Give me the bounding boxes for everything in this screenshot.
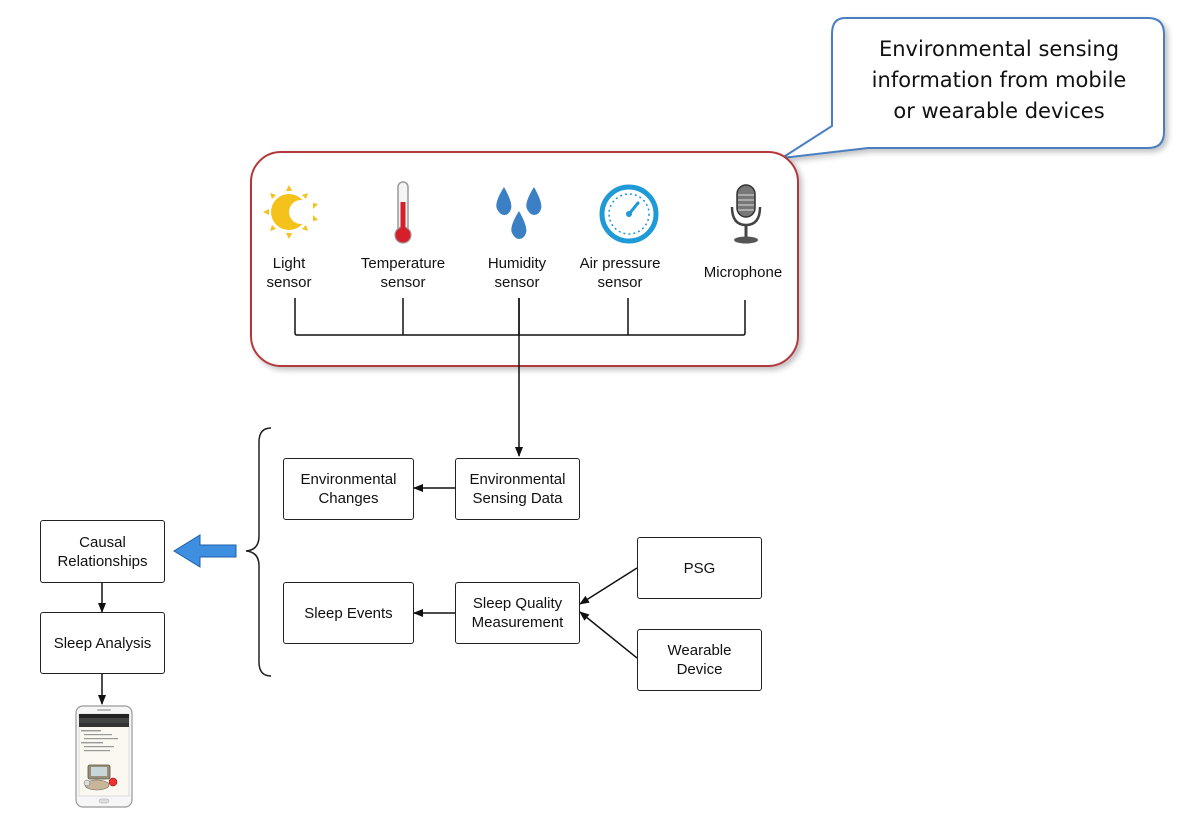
sensor-label-microphone: Microphone [703,264,783,281]
gauge-icon [599,184,659,244]
water-drops-icon [496,187,542,239]
big-blue-arrow [173,534,237,568]
sun-icon [263,185,318,239]
smartphone-icon [75,705,133,808]
callout-bubble [781,17,1165,159]
sleep-quality-measurement-box: Sleep Quality Measurement [455,582,580,644]
wearable-to-quality-arrow [579,611,638,659]
sensor-group-frame [250,151,799,367]
environmental-sensing-data-box: Environmental Sensing Data [455,458,580,520]
causal-relationships-box: Causal Relationships [40,520,165,583]
thermometer-icon [394,181,412,244]
sensor-label-temperature: Temperature sensor [360,255,446,291]
sensor-label-air-pressure: Air pressure sensor [579,255,661,291]
sensor-label-humidity: Humidity sensor [487,255,547,291]
psg-to-quality-arrow [579,567,638,605]
environmental-changes-box: Environmental Changes [283,458,414,520]
wearable-device-box: Wearable Device [637,629,762,691]
sleep-analysis-box: Sleep Analysis [40,612,165,674]
microphone-icon [730,184,762,244]
sensor-label-light: Light sensor [266,255,312,291]
sleep-events-box: Sleep Events [283,582,414,644]
grouping-brace [245,427,272,677]
psg-box: PSG [637,537,762,599]
callout-text: Environmental sensing information from m… [871,37,1127,123]
